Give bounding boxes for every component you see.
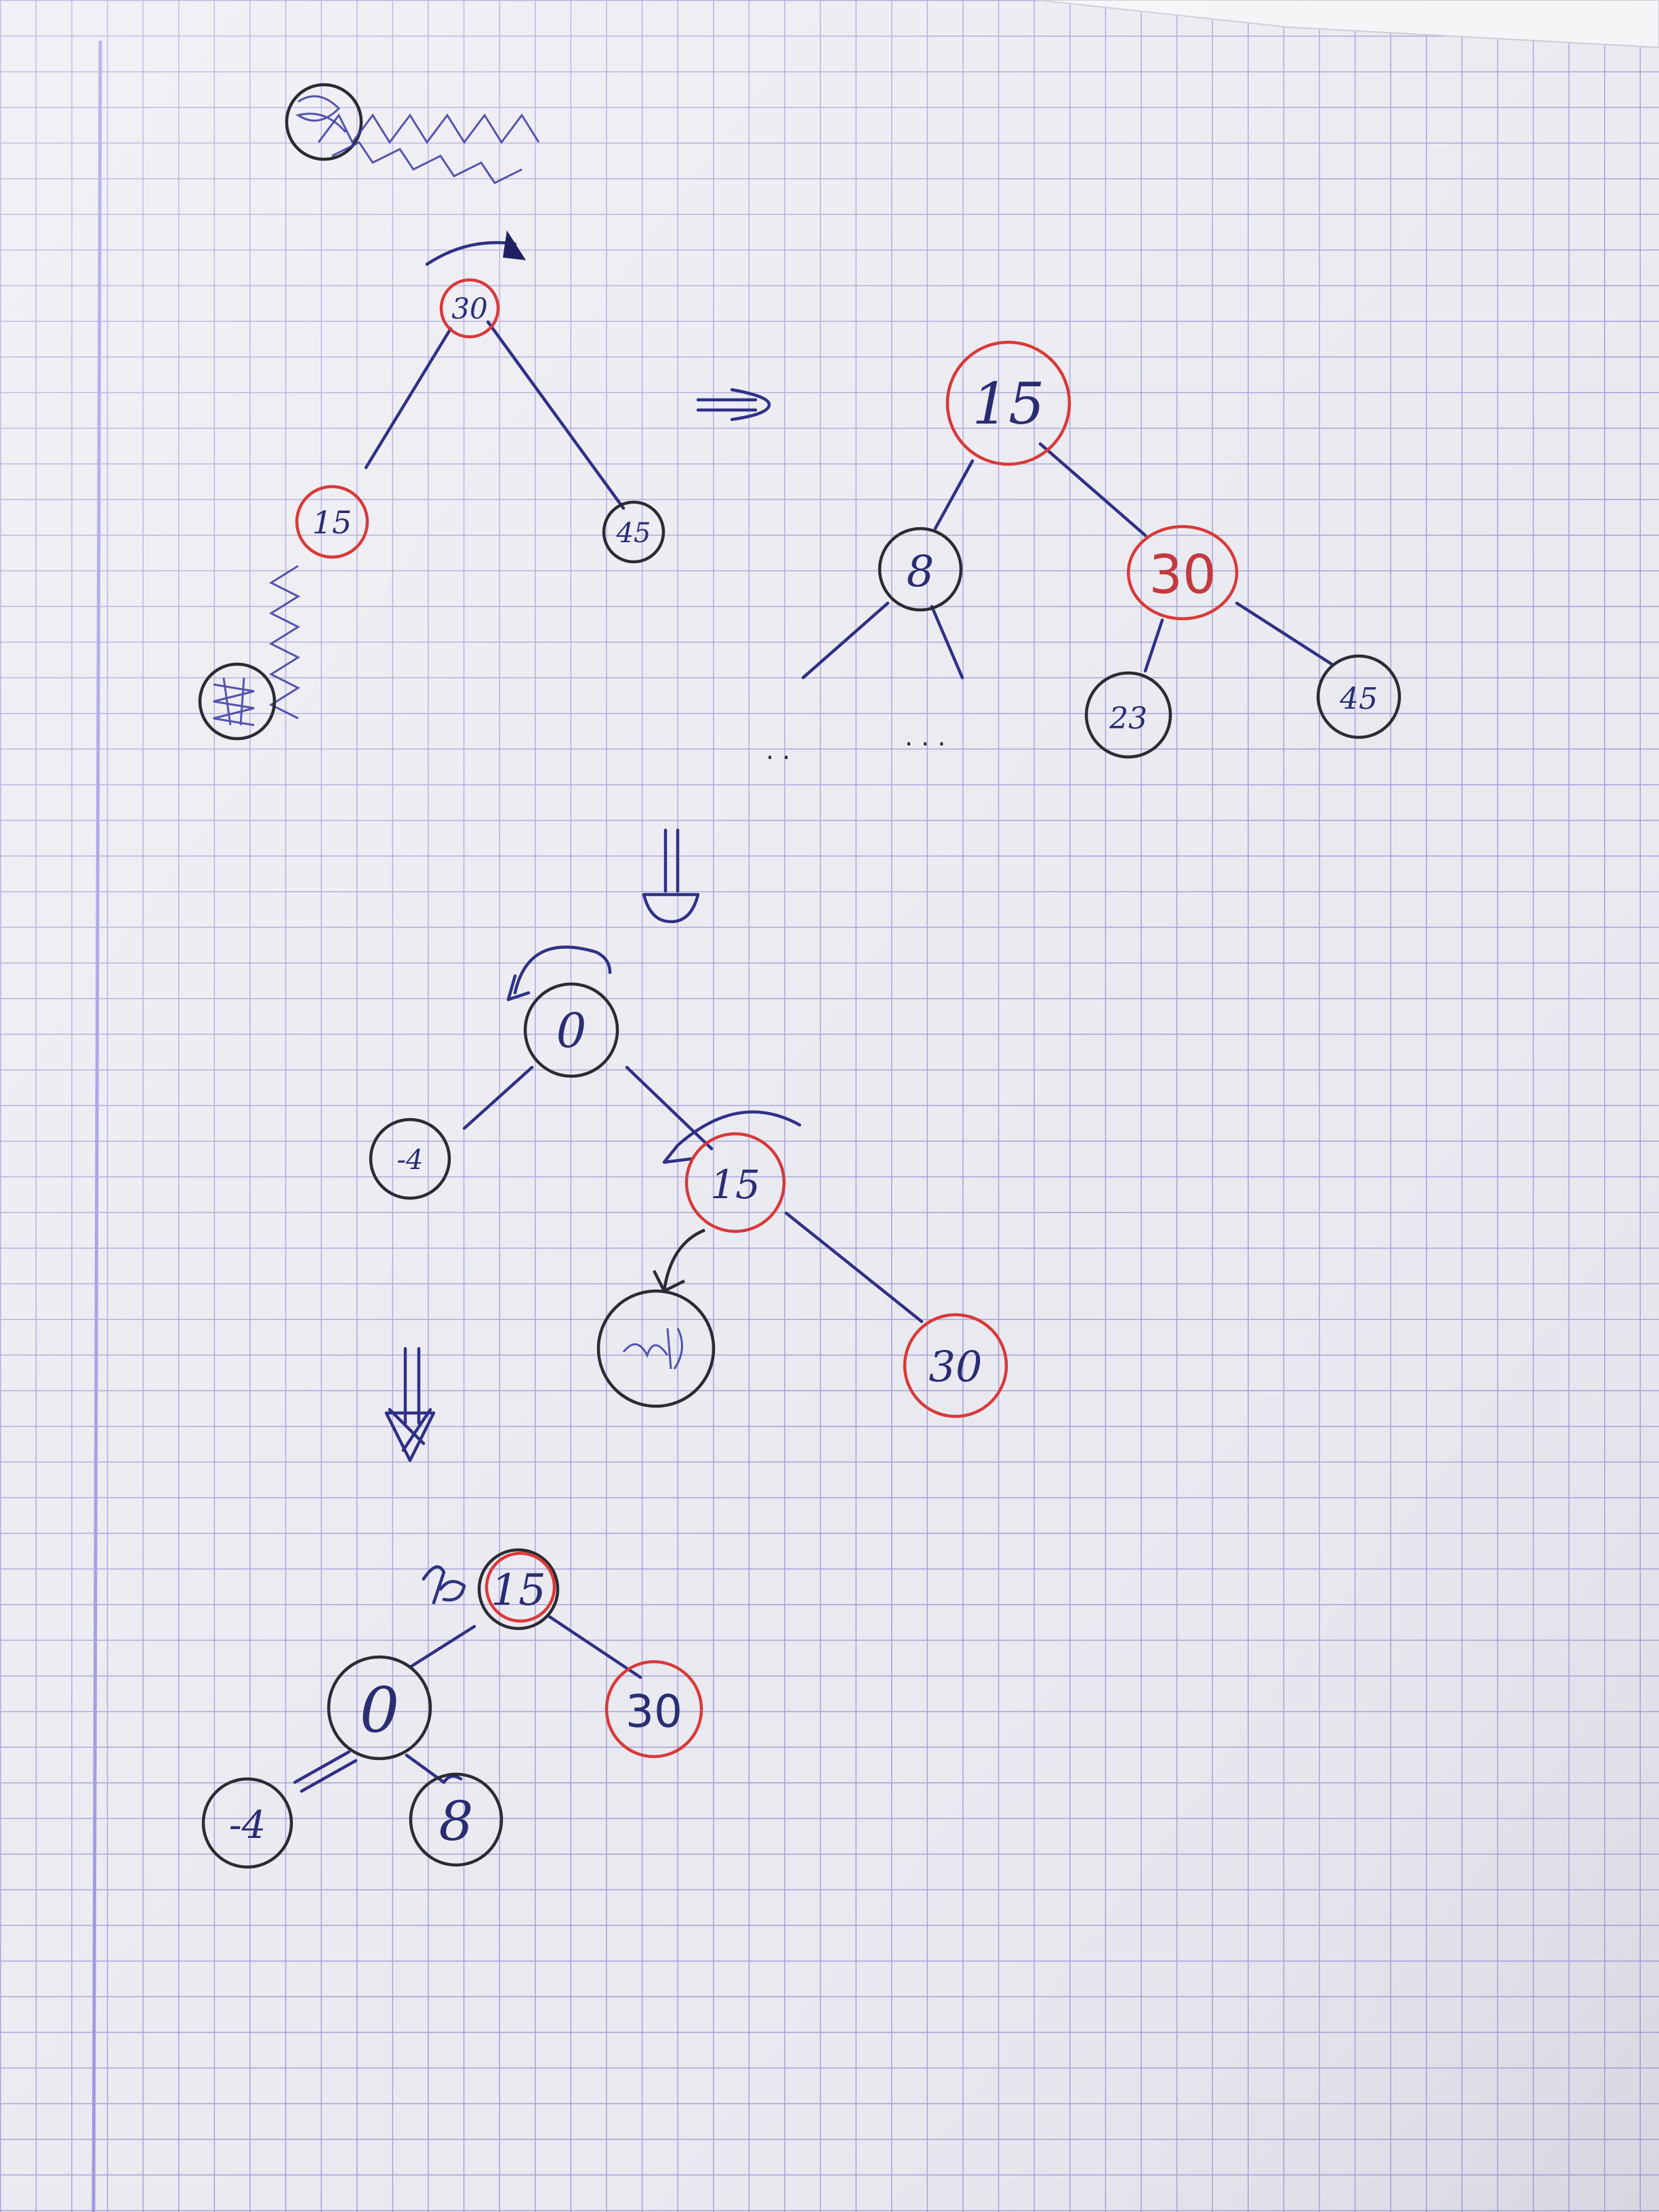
tree-node: 15 xyxy=(295,485,369,559)
sketch-4-tree: 15 0 30 -4 8 xyxy=(201,1548,703,1869)
edge xyxy=(1235,601,1334,666)
tree-node: 23 xyxy=(1084,671,1172,759)
edge xyxy=(930,605,964,680)
sketch-1-tree: 30 15 45 xyxy=(198,83,665,741)
down-arrow xyxy=(384,1347,436,1462)
tree-node: 8 xyxy=(878,527,963,612)
edge xyxy=(405,1753,463,1784)
node-label: 45 xyxy=(616,518,651,549)
scribbled-node xyxy=(596,1289,716,1408)
tree-node: 45 xyxy=(602,500,665,564)
ellipsis: . . xyxy=(766,735,790,765)
node-label: 30 xyxy=(451,292,487,325)
tree-node: -4 xyxy=(201,1777,293,1869)
ellipsis: . . . xyxy=(905,722,945,752)
node-label: -4 xyxy=(229,1803,266,1847)
tree-node: 15 xyxy=(945,340,1071,466)
tree-node: 45 xyxy=(1316,654,1401,739)
edge xyxy=(933,459,975,531)
node-label: 15 xyxy=(710,1162,760,1208)
scribbled-node xyxy=(198,662,276,741)
sketch-2-tree: 15 8 30 23 45 . . . . . xyxy=(766,340,1401,765)
node-label: 23 xyxy=(1109,701,1147,736)
rotation-arrowhead xyxy=(503,230,526,260)
edge xyxy=(408,1624,476,1669)
edge xyxy=(625,1065,714,1151)
edge xyxy=(1038,442,1147,537)
rotation-arrow xyxy=(513,945,612,995)
tree-node: 30 xyxy=(903,1313,1008,1418)
node-label: 0 xyxy=(360,1674,400,1746)
scribble-mark xyxy=(422,1565,466,1605)
node-label: 15 xyxy=(491,1565,546,1616)
rotation-arrow xyxy=(425,241,517,266)
node-label: 8 xyxy=(907,547,935,597)
node-label: 0 xyxy=(556,1003,587,1059)
edge xyxy=(293,1750,358,1793)
edge xyxy=(462,1065,534,1130)
edge xyxy=(364,327,453,470)
implies-arrow xyxy=(696,388,771,422)
edge xyxy=(801,601,890,680)
edge xyxy=(1143,618,1164,673)
edge xyxy=(486,320,626,510)
tree-node: -4 xyxy=(369,1118,451,1200)
rotation-arrow xyxy=(652,1228,705,1293)
rotation-arrow xyxy=(662,1110,802,1164)
crossed-out-node xyxy=(285,83,540,184)
node-label: 8 xyxy=(439,1790,474,1853)
tree-node: 30 xyxy=(439,278,500,339)
tree-node: 15 xyxy=(477,1548,560,1631)
scribbled-edge xyxy=(268,565,301,720)
node-label: 15 xyxy=(312,504,352,541)
edge xyxy=(547,1614,642,1679)
tree-node: 30 xyxy=(605,1660,703,1759)
down-arrow xyxy=(642,828,700,924)
node-label: 15 xyxy=(972,371,1045,437)
node-label: 30 xyxy=(1149,545,1216,606)
tree-node: 0 xyxy=(523,982,619,1078)
tree-node: 0 xyxy=(327,1655,432,1761)
tree-node: 30 xyxy=(1126,525,1239,621)
node-label: 45 xyxy=(1339,682,1378,716)
tree-node: 15 xyxy=(684,1132,786,1233)
tree-node: 8 xyxy=(409,1772,504,1867)
node-label: -4 xyxy=(397,1145,424,1176)
sketch-3-tree: 0 -4 15 30 xyxy=(369,945,1008,1418)
edge xyxy=(784,1211,924,1324)
node-label: 30 xyxy=(626,1685,682,1738)
node-label: 30 xyxy=(929,1342,983,1391)
